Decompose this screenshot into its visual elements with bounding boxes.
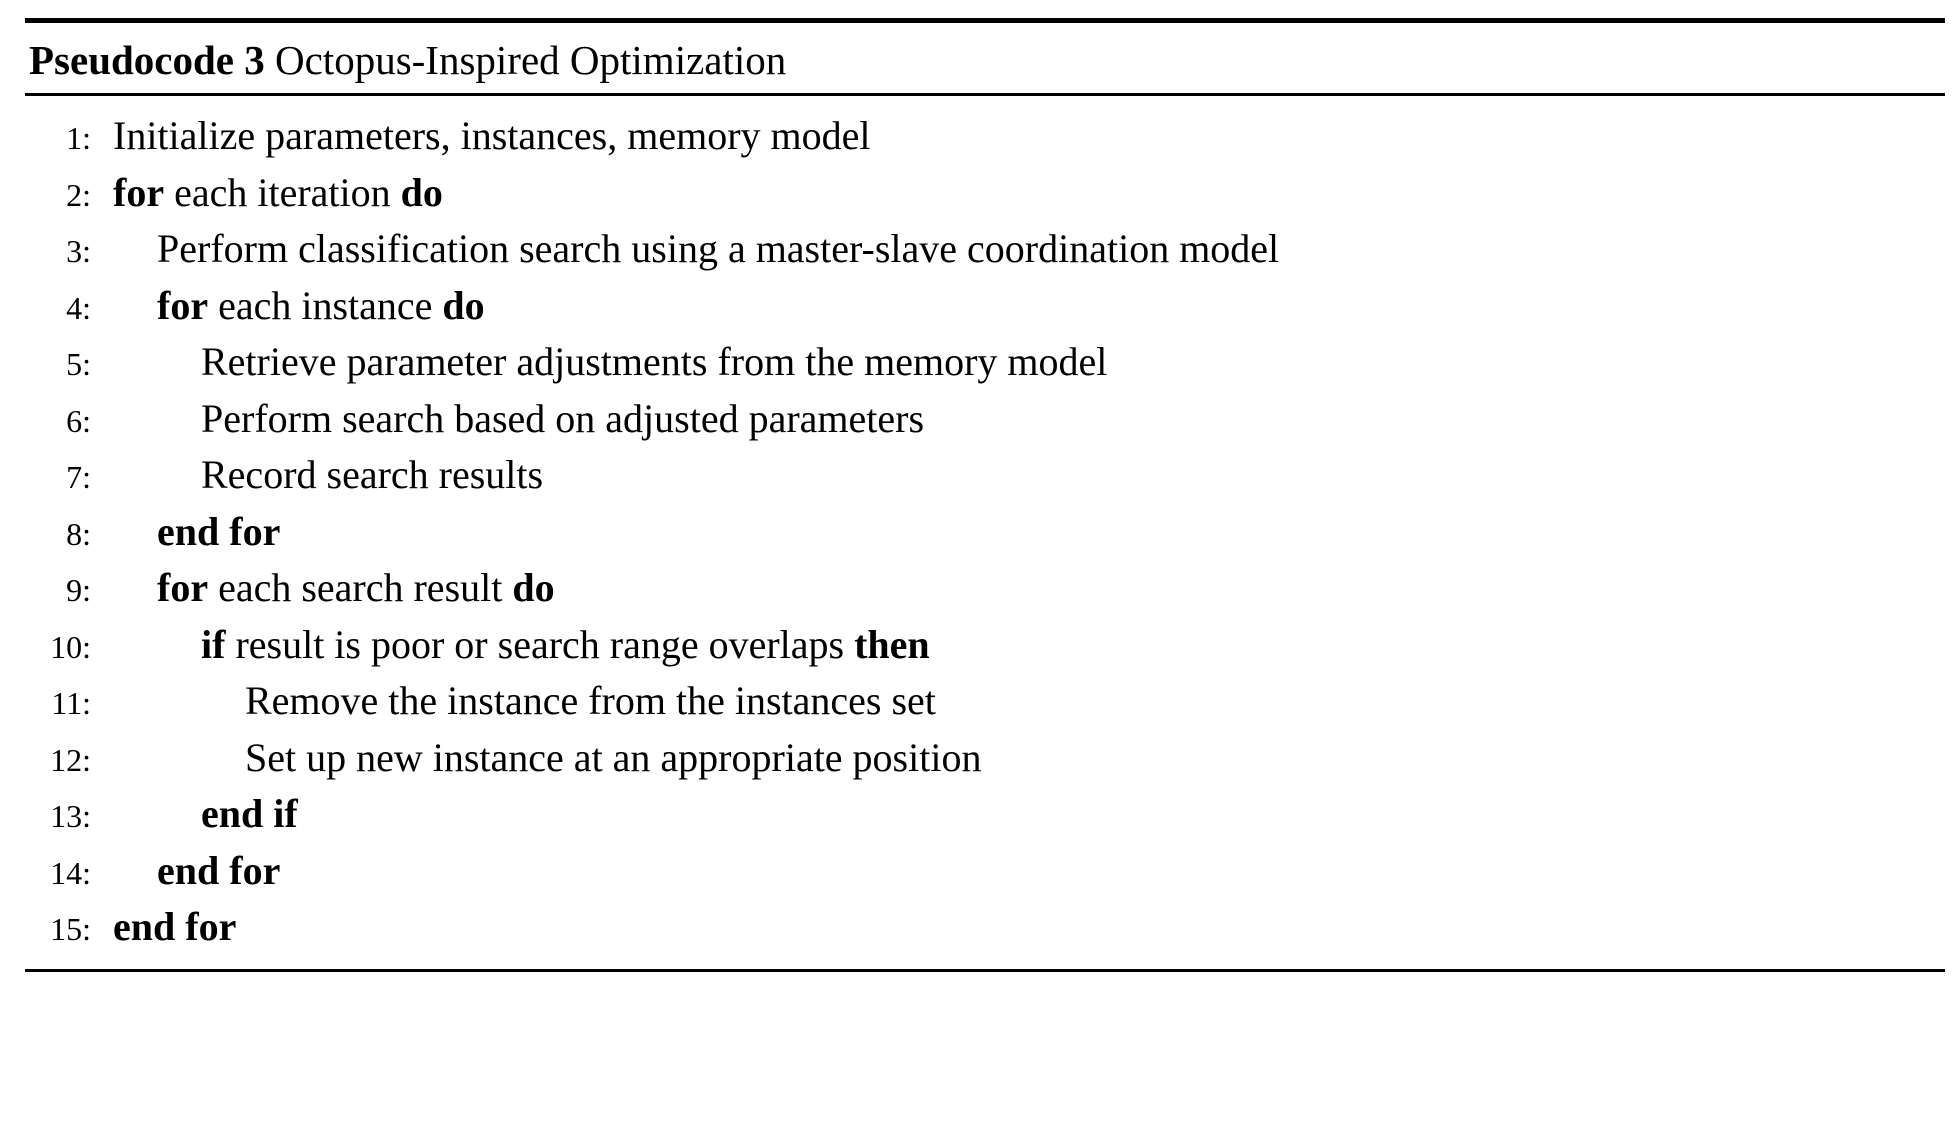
algorithm-step-line: 5: Retrieve parameter adjustments from th…: [25, 335, 1945, 392]
algorithm-header-space: [265, 37, 275, 83]
algorithm-step-line: 15: end for: [25, 900, 1945, 957]
step-number: 15:: [50, 911, 91, 947]
step-text: if result is poor or search range overla…: [179, 618, 930, 672]
step-text: for each iteration do: [91, 166, 443, 220]
step-number: 14:: [50, 854, 91, 891]
step-text: for each instance do: [135, 279, 485, 333]
step-keyword: end if: [201, 791, 298, 836]
step-text: end for: [135, 844, 280, 898]
algorithm-step-line: 11: Remove the instance from the instance…: [25, 674, 1945, 731]
algorithm-step-line: 8: end for: [25, 505, 1945, 562]
step-text: Perform classification search using a ma…: [135, 222, 1279, 276]
step-keyword: end for: [113, 904, 237, 949]
step-phrase: each instance: [208, 282, 443, 328]
step-phrase: Initialize parameters, instances, memory…: [113, 113, 871, 158]
step-number: 4:: [66, 289, 91, 326]
step-keyword: end for: [157, 847, 281, 893]
algorithm-step-line: 12: Set up new instance at an appropriate…: [25, 731, 1945, 788]
algorithm-bottom-rule: [25, 968, 1945, 972]
step-keyword: do: [442, 282, 485, 328]
step-text: Remove the instance from the instances s…: [223, 674, 936, 728]
algorithm-step-line: 4: for each instance do: [25, 279, 1945, 336]
step-number: 3:: [66, 233, 91, 269]
algorithm-step-line: 7: Record search results: [25, 448, 1945, 505]
algorithm-step-line: 9: for each search result do: [25, 561, 1945, 618]
step-keyword: then: [854, 621, 930, 667]
step-text: Retrieve parameter adjustments from the …: [179, 335, 1107, 389]
algorithm-title: Octopus-Inspired Optimization: [275, 37, 787, 83]
step-phrase: Retrieve parameter adjustments from the …: [201, 339, 1108, 384]
step-phrase: Perform classification search using a ma…: [157, 226, 1280, 271]
step-keyword: do: [512, 565, 555, 610]
algorithm-header: Pseudocode 3 Octopus-Inspired Optimizati…: [25, 23, 1945, 93]
step-number: 11:: [51, 685, 91, 721]
step-text: end for: [135, 505, 280, 559]
step-keyword: end for: [157, 508, 281, 554]
step-text: end for: [91, 900, 236, 954]
algorithm-header-rule: [25, 93, 1945, 96]
step-phrase: Set up new instance at an appropriate po…: [245, 734, 982, 780]
step-phrase: result is poor or search range overlaps: [225, 621, 855, 667]
algorithm-label: Pseudocode 3: [29, 37, 265, 83]
step-text: Initialize parameters, instances, memory…: [91, 109, 871, 163]
step-keyword: for: [157, 282, 209, 328]
algorithm-step-line: 3: Perform classification search using a …: [25, 222, 1945, 279]
step-text: end if: [179, 787, 298, 841]
step-text: Record search results: [179, 448, 543, 502]
step-text: for each search result do: [135, 561, 555, 615]
algorithm-steps-list: 1: Initialize parameters, instances, memo…: [25, 96, 1945, 969]
step-phrase: each search result: [208, 565, 513, 610]
algorithm-step-line: 13: end if: [25, 787, 1945, 844]
step-phrase: Perform search based on adjusted paramet…: [201, 395, 925, 441]
step-number: 10:: [50, 628, 91, 665]
algorithm-top-rule: [25, 18, 1945, 23]
step-keyword: for: [113, 169, 165, 215]
step-number: 8:: [66, 515, 91, 552]
step-number: 7:: [66, 459, 91, 495]
step-number: 1:: [66, 120, 91, 156]
step-keyword: if: [201, 621, 226, 667]
step-keyword: for: [157, 565, 209, 610]
step-text: Set up new instance at an appropriate po…: [223, 731, 981, 785]
algorithm-step-line: 6: Perform search based on adjusted param…: [25, 392, 1945, 449]
algorithm-step-line: 2:for each iteration do: [25, 166, 1945, 223]
step-number: 12:: [50, 741, 91, 778]
step-keyword: do: [400, 169, 443, 215]
step-phrase: each iteration: [164, 169, 401, 215]
step-number: 2:: [66, 176, 91, 213]
step-number: 5:: [66, 346, 91, 382]
step-phrase: Remove the instance from the instances s…: [245, 678, 936, 723]
step-number: 13:: [50, 798, 91, 834]
step-number: 6:: [66, 402, 91, 439]
algorithm-step-line: 14: end for: [25, 844, 1945, 901]
step-number: 9:: [66, 572, 91, 608]
algorithm-step-line: 1: Initialize parameters, instances, memo…: [25, 109, 1945, 166]
algorithm-step-line: 10: if result is poor or search range ove…: [25, 618, 1945, 675]
step-text: Perform search based on adjusted paramet…: [179, 392, 924, 446]
step-phrase: Record search results: [201, 452, 544, 497]
algorithm-block: Pseudocode 3 Octopus-Inspired Optimizati…: [25, 18, 1945, 972]
